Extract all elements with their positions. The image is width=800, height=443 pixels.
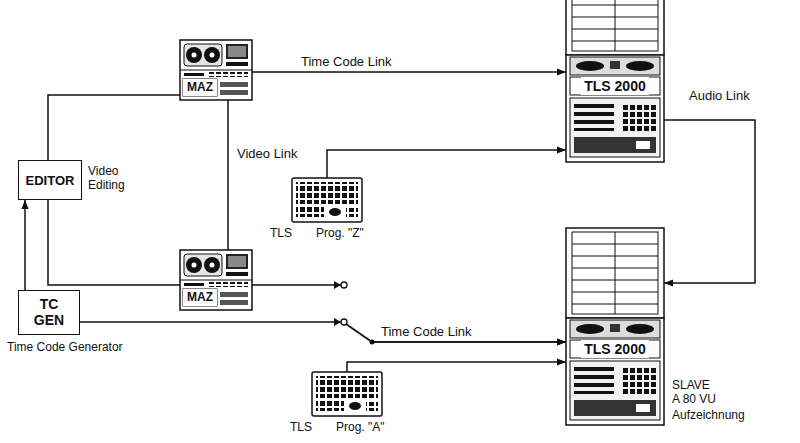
machine-label: TLS 2000 xyxy=(581,77,648,95)
tape-machine: TLS 2000 xyxy=(566,228,664,425)
tape-machine-art xyxy=(566,318,664,425)
process-box: EDITOR xyxy=(18,160,82,200)
link-label: Time Code Link xyxy=(300,54,393,69)
link-label: Time Code Link xyxy=(380,324,473,339)
caption: TLS xyxy=(270,226,292,240)
caption: TLS xyxy=(290,420,312,434)
label-holder: SLAVE A 80 VU xyxy=(672,378,718,406)
signal-connector xyxy=(347,362,566,372)
caption-row: TLS Prog. "Z" xyxy=(270,226,362,240)
label-holder: Time Code Link xyxy=(300,54,393,69)
box-label: TC GEN xyxy=(30,296,68,328)
caption: Prog. "A" xyxy=(336,420,385,434)
tape-machine: TLS 2000 xyxy=(566,0,664,162)
signal-connector xyxy=(664,120,755,283)
annotation: Video Editing xyxy=(88,164,144,192)
equipment-rack xyxy=(566,228,664,318)
generator-box: TC GENTime Code Generator xyxy=(18,290,80,335)
annotation: SLAVE A 80 VU xyxy=(672,378,718,406)
signal-connector xyxy=(24,200,26,290)
signal-connector xyxy=(252,285,566,342)
signal-connector xyxy=(252,71,566,73)
label-holder: Aufzeichnung xyxy=(672,408,745,422)
signal-connector xyxy=(227,100,229,250)
tape-machine-art xyxy=(566,55,664,162)
box-label: EDITOR xyxy=(26,173,75,188)
caption: Prog. "Z" xyxy=(316,226,364,240)
label-holder: Video Editing xyxy=(88,164,144,192)
caption-row: TLS Prog. "A" xyxy=(290,420,382,434)
label-holder: Time Code Link xyxy=(380,324,473,339)
vtr-machine: MAZ xyxy=(180,250,252,310)
vtr-machine-art xyxy=(180,250,252,310)
link-label: Audio Link xyxy=(688,88,751,103)
machine-label: TLS 2000 xyxy=(581,340,648,358)
keyboard: TLSProg. "A" xyxy=(312,372,382,416)
signal-connector xyxy=(48,200,180,285)
signal-connector xyxy=(48,95,180,160)
keyboard-art xyxy=(312,372,382,416)
equipment-rack xyxy=(566,0,664,55)
signal-connector xyxy=(327,150,566,178)
machine-label: MAZ xyxy=(183,289,217,306)
machine-label: MAZ xyxy=(183,79,217,96)
vtr-machine: MAZ xyxy=(180,40,252,100)
annotation: Aufzeichnung xyxy=(672,408,745,422)
keyboard: TLSProg. "Z" xyxy=(292,178,362,222)
vtr-machine-art xyxy=(180,40,252,100)
label-holder: Video Link xyxy=(236,146,298,161)
label-holder: Audio Link xyxy=(688,88,751,103)
link-label: Video Link xyxy=(236,146,298,161)
signal-connector xyxy=(80,322,566,342)
caption: Time Code Generator xyxy=(7,340,123,354)
keyboard-art xyxy=(292,178,362,222)
selector-switch xyxy=(334,281,375,345)
